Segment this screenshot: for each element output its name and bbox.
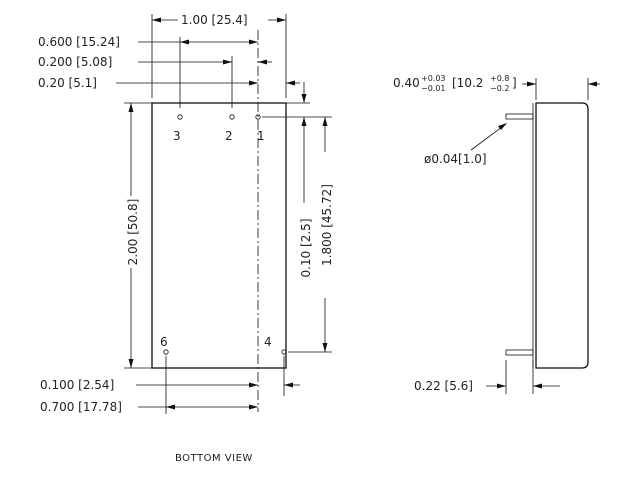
- dim-thickness-base: 0.40: [393, 76, 420, 90]
- dim-width-top-label: 1.00 [25.4]: [181, 13, 248, 27]
- side-pin-top: [505, 113, 534, 120]
- dim-thickness-tol-plus: +0.03: [421, 74, 446, 83]
- dim-edge-offset-20: 0.20 [5.1]: [38, 76, 300, 90]
- dim-thickness-metric-plus: +0.8: [490, 74, 509, 83]
- pin-2-label: 2: [225, 129, 233, 143]
- dim-thickness-metric-base: [10.2: [452, 76, 483, 90]
- pin-4-hole: [281, 349, 287, 355]
- module-body-outline: [151, 102, 287, 369]
- dim-pin-spacing-200-label: 0.200 [5.08]: [38, 55, 112, 69]
- dim-bottom-span-700-label: 0.700 [17.78]: [40, 400, 122, 414]
- dim-pin-spacing-600: 0.600 [15.24]: [38, 35, 258, 108]
- dim-bottom-offset-100: 0.100 [2.54]: [40, 356, 300, 396]
- side-pin-bottom: [505, 349, 534, 356]
- dim-pin-row-spacing-label: 1.800 [45.72]: [320, 184, 334, 266]
- dim-pin-row-offset: 0.10 [2.5]: [262, 82, 332, 277]
- dim-height-total-label: 2.00 [50.8]: [126, 199, 140, 266]
- dim-pin-spacing-600-label: 0.600 [15.24]: [38, 35, 120, 49]
- dim-height-total: 2.00 [50.8]: [124, 102, 152, 369]
- pin-3-hole: [177, 114, 183, 120]
- dim-edge-offset-20-label: 0.20 [5.1]: [38, 76, 97, 90]
- dim-thickness-tol-minus: −0.01: [421, 84, 446, 93]
- pin-6-label: 6: [160, 335, 168, 349]
- dim-pin-row-offset-label: 0.10 [2.5]: [299, 219, 313, 278]
- side-body-outline: [535, 102, 589, 369]
- dim-bottom-offset-100-label: 0.100 [2.54]: [40, 378, 114, 392]
- dim-thickness: 0.40 +0.03 −0.01 [10.2 +0.8 −0.2 ]: [393, 74, 600, 100]
- side-view: 0.40 +0.03 −0.01 [10.2 +0.8 −0.2 ] ø0.04…: [393, 74, 600, 394]
- pin-1-label: 1: [257, 129, 265, 143]
- pin-1-hole: [255, 114, 261, 120]
- dim-pin-spacing-200: 0.200 [5.08]: [38, 55, 272, 108]
- pin-6-hole: [163, 349, 169, 355]
- pin-3-label: 3: [173, 129, 181, 143]
- dim-bottom-span-700: 0.700 [17.78]: [40, 356, 258, 414]
- dim-thickness-metric-minus: −0.2: [490, 84, 509, 93]
- dim-pin-length: 0.22 [5.6]: [414, 360, 560, 394]
- dim-pin-diameter: ø0.04[1.0]: [424, 123, 507, 166]
- dim-width-top: 1.00 [25.4]: [151, 13, 287, 98]
- dim-pin-diameter-label: ø0.04[1.0]: [424, 152, 487, 166]
- dim-thickness-metric-close: ]: [512, 76, 517, 90]
- bottom-view-caption: BOTTOM VIEW: [175, 453, 253, 464]
- pin-4-label: 4: [264, 335, 272, 349]
- bottom-view: 3 2 1 6 4 1.00 [25.4] 0.600 [15.24]: [38, 13, 334, 464]
- pin-2-hole: [229, 114, 235, 120]
- dim-pin-length-label: 0.22 [5.6]: [414, 379, 473, 393]
- dim-pin-row-spacing: 1.800 [45.72]: [288, 117, 334, 353]
